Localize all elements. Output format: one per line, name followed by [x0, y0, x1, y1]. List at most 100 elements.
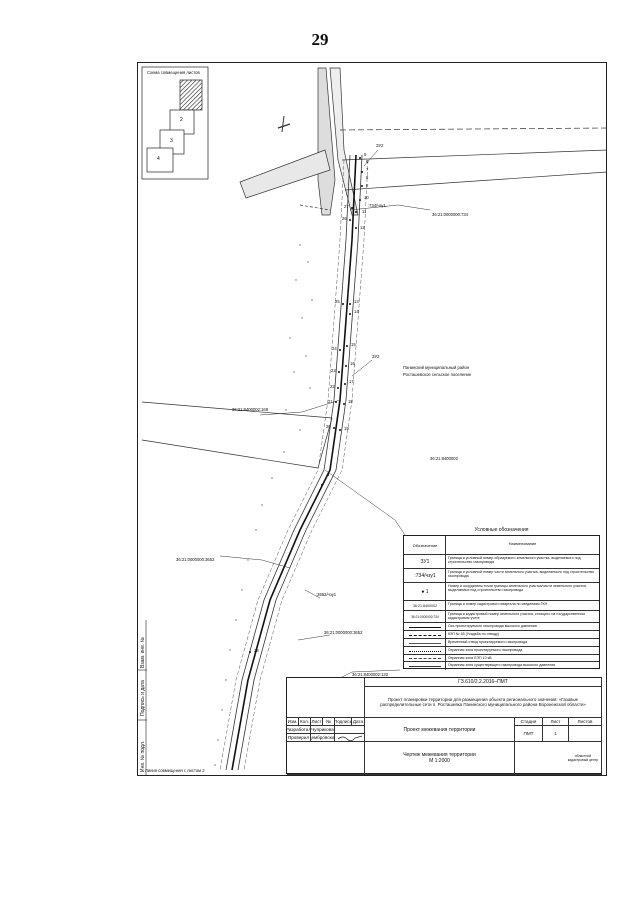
page-number: 29	[311, 30, 329, 49]
scheme-sheet-2-label: 2	[180, 117, 183, 123]
point-label: 15	[351, 342, 356, 347]
label-cad-168: 36:21:8400002:168	[232, 407, 269, 412]
point-label: 19	[344, 426, 349, 431]
legend-row: КЗП № 45 (Усадьба по отводу)	[404, 630, 599, 639]
point-label: 10	[364, 195, 369, 200]
stamp-col-header: Дата	[352, 718, 365, 726]
stamp-developed-label: Разработал	[287, 726, 311, 734]
stamp-code: ГЗ.610/2.2.2016–ПМТ	[365, 678, 602, 687]
legend-symbol-line	[405, 647, 446, 655]
legend-symbol: 36:21:0000000:734	[405, 611, 446, 623]
legend-text: Граница и условный номер образуемого зем…	[448, 556, 581, 565]
label-cad-132: 36:21:8400002:132	[352, 672, 389, 677]
stamp-empty-lower	[287, 742, 365, 775]
label-cad-quarter: 36:21:8400002	[430, 456, 458, 461]
stamp-developed-name: Чуприкова	[311, 726, 335, 734]
legend-row: Охранная зона проектируемого газопровода	[404, 646, 599, 655]
label-zu-3652: :3652/чзу1	[316, 592, 337, 597]
point-label: 8	[366, 175, 369, 180]
stamp-project-title: Проект планировки территории для размеще…	[365, 687, 602, 718]
point-label: 11	[362, 209, 367, 214]
legend-row: Охранная зона ЛЭП 10 кВ	[404, 654, 599, 662]
survey-points	[249, 157, 363, 653]
point-label: 26	[342, 216, 347, 221]
point-label: 27	[344, 204, 349, 209]
point-label: 14	[354, 309, 359, 314]
point-label: 21	[328, 399, 333, 404]
scheme-frame	[141, 66, 209, 180]
legend-symbol: ● 1	[405, 583, 446, 601]
legend-header-symbol: Обозначение	[405, 536, 446, 554]
label-cad-3652-right: 36:21:0000000:3652	[324, 630, 363, 635]
cadastral-boundaries	[141, 204, 406, 536]
sheet-scheme	[141, 66, 209, 180]
point-label: 5	[364, 152, 367, 157]
label-cad-3652-left: 36:21:0000000:3652	[176, 557, 215, 562]
legend-row: 36:21:0000000:734 Граница и кадастровый …	[404, 610, 599, 623]
stamp-col-header: Кол.	[299, 718, 311, 726]
stamp-col-header: Изм.	[287, 718, 299, 726]
stamp-sheet-value: 1	[543, 726, 569, 742]
point-label: 17	[349, 379, 354, 384]
stamp-sheet-label: Лист	[543, 718, 569, 726]
legend-text: Граница и номер кадастрового квартала по…	[448, 602, 548, 606]
legend-symbol: :734/чзу1	[405, 569, 446, 583]
point-label: 23	[331, 368, 336, 373]
label-zu2-top: ЗУ2	[376, 143, 384, 148]
legend-row: Охранная зона существующего газопровода …	[404, 661, 599, 670]
stamp-org: областной кадастровый центр	[515, 742, 602, 775]
legend-symbol-line	[405, 662, 446, 670]
point-label: 28	[254, 648, 259, 653]
point-label: 6	[366, 159, 369, 164]
stamp-col-header: Подпись	[335, 718, 352, 726]
legend-row: ЗУ1 Граница и условный номер образуемого…	[404, 554, 599, 569]
legend: Условные обозначения Обозначение Наимено…	[403, 527, 600, 670]
small-building	[277, 123, 291, 129]
point-label: 25	[335, 299, 340, 304]
legend-text: Граница и кадастровый номер земельного у…	[448, 612, 585, 621]
label-cad-734: 36:21:0000000:734	[432, 212, 469, 217]
point-label: 13	[354, 299, 359, 304]
stamp-drawing-title: Чертеж межевания территории	[403, 752, 476, 758]
legend-text: Временный отвод проектируемого газопрово…	[448, 640, 528, 644]
point-label: 22	[330, 384, 335, 389]
point-label: 7	[366, 167, 369, 172]
legend-text: Охранная зона ЛЭП 10 кВ	[448, 656, 492, 660]
point-label: 24	[332, 346, 337, 351]
stamp-col-header: Лист	[311, 718, 323, 726]
legend-text: Граница и условный номер части земельног…	[448, 570, 595, 579]
stamp-sheets-value	[569, 726, 602, 742]
legend-header: Обозначение Наименование	[404, 536, 599, 554]
point-label: 9	[366, 183, 369, 188]
stamp-col-header: №	[323, 718, 335, 726]
stamp-stage-label: Стадия	[515, 718, 543, 726]
side-strip	[137, 620, 147, 776]
legend-title: Условные обозначения	[474, 527, 529, 533]
stamp-checked-label: Проверил	[287, 734, 311, 742]
title-block: ГЗ.610/2.2.2016–ПМТ Проект планировки те…	[286, 677, 602, 775]
road	[239, 67, 608, 216]
legend-row: ● 1 Номер и координаты точки границы зем…	[404, 582, 599, 601]
legend-text: Охранная зона проектируемого газопровода	[448, 648, 523, 652]
label-municipal-1: Панинский муниципальный район	[403, 365, 470, 370]
stamp-checked-name: Дембровский	[311, 734, 335, 742]
point-label: 16	[350, 361, 355, 366]
legend-text: КЗП № 45 (Усадьба по отводу)	[448, 632, 500, 636]
legend-row: Временный отвод проектируемого газопрово…	[404, 638, 599, 647]
vegetation-dots	[214, 244, 313, 766]
point-label: 12	[360, 225, 365, 230]
point-label: 18	[348, 399, 353, 404]
legend-text: Номер и координаты точки границы земельн…	[448, 584, 587, 593]
legend-symbol-line	[405, 631, 446, 639]
stamp-developed-sign	[335, 726, 365, 734]
signature-icon	[337, 735, 362, 741]
pipeline-corridor	[219, 154, 369, 771]
leader-lines	[219, 149, 431, 679]
stamp-scale: М 1:2000	[429, 758, 450, 764]
legend-symbol-line	[405, 639, 446, 647]
legend-text: Ось проектируемого газопровода высокого …	[448, 624, 537, 628]
scheme-current-sheet	[179, 79, 203, 111]
scheme-title: Схема совмещения листов	[147, 70, 200, 75]
stamp-checked-sign	[335, 734, 365, 742]
